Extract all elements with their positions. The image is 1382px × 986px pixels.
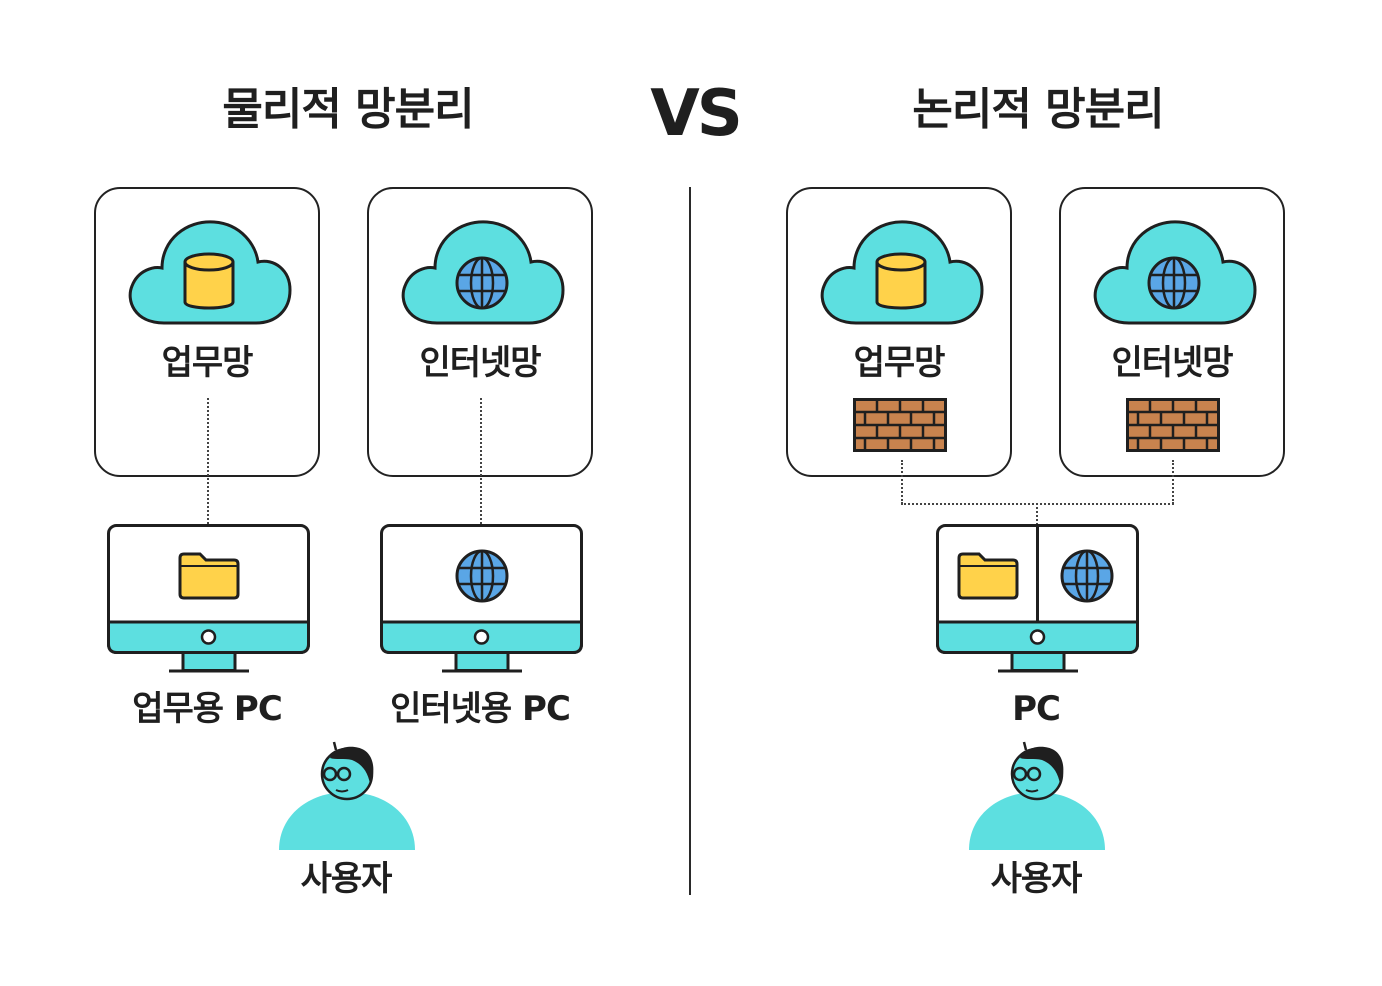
connector-line: [1036, 503, 1038, 525]
user-icon: [969, 741, 1105, 850]
internet-network-label: 인터넷망: [1111, 343, 1233, 383]
business-network-label: 업무망: [161, 343, 254, 383]
folder-icon: [178, 552, 240, 600]
pc-label: PC: [1012, 689, 1061, 729]
connector-line: [1172, 460, 1174, 504]
globe-icon: [455, 549, 509, 603]
user-icon: [279, 741, 415, 850]
business-network-label: 업무망: [853, 343, 946, 383]
firewall-icon: [1126, 398, 1220, 452]
business-pc-label: 업무용 PC: [132, 689, 283, 729]
internet-pc-label: 인터넷용 PC: [390, 689, 571, 729]
folder-icon: [957, 552, 1019, 600]
globe-icon: [1147, 256, 1201, 310]
connector-line: [207, 398, 209, 524]
vs-label: VS: [650, 77, 743, 151]
monitor-icon: [107, 524, 310, 673]
database-icon: [183, 252, 235, 310]
user-label: 사용자: [300, 859, 393, 899]
center-divider: [689, 187, 691, 895]
physical-separation-title: 물리적 망분리: [222, 84, 474, 135]
logical-separation-title: 논리적 망분리: [912, 84, 1164, 135]
globe-icon: [455, 256, 509, 310]
connector-line: [480, 398, 482, 524]
connector-line: [901, 460, 903, 504]
user-label: 사용자: [990, 859, 1083, 899]
firewall-icon: [853, 398, 947, 452]
globe-icon: [1060, 549, 1114, 603]
internet-network-label: 인터넷망: [419, 343, 541, 383]
database-icon: [875, 252, 927, 310]
